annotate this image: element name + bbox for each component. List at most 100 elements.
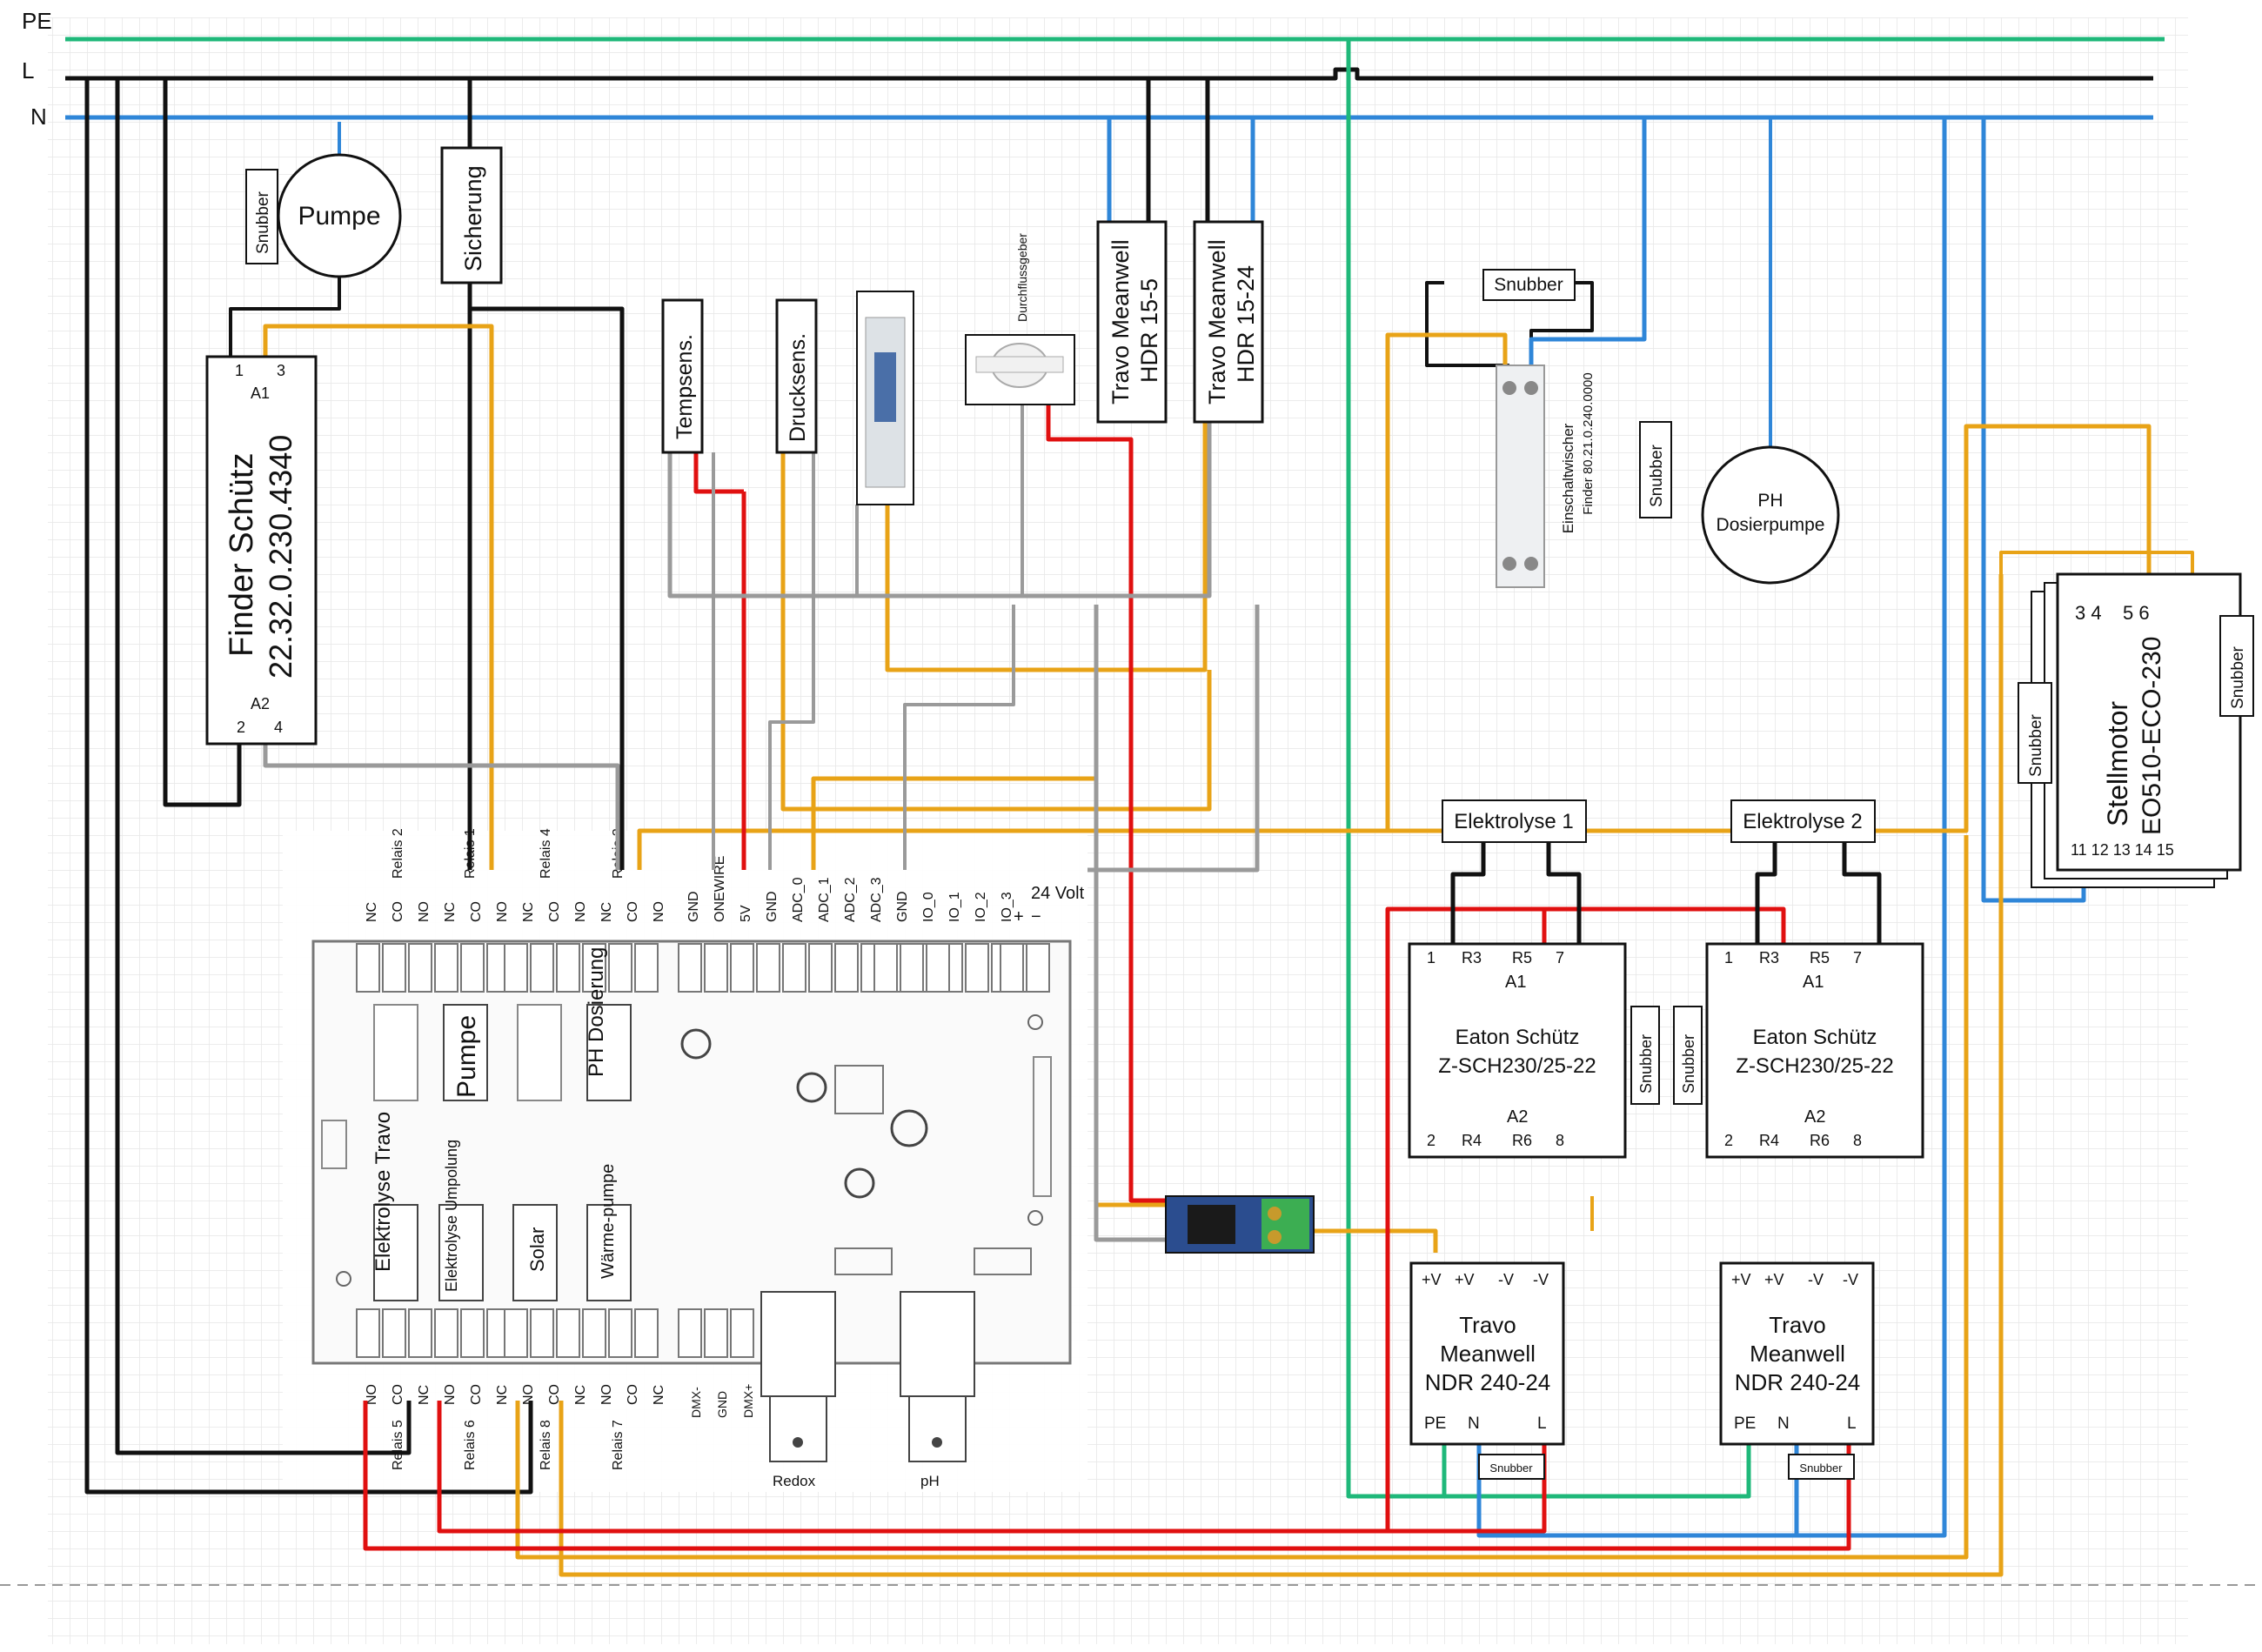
pin-label: NO: [365, 1384, 379, 1405]
pin-label: Snubber: [1799, 1461, 1843, 1475]
pin-label: +V: [1422, 1271, 1442, 1288]
wire: [263, 731, 620, 870]
pin-label: Z-SCH230/25-22: [1438, 1054, 1596, 1078]
electrolysis-2: Elektrolyse 2: [1730, 799, 1876, 843]
svg-text:pH: pH: [920, 1473, 940, 1489]
supply-label: 24 Volt: [1031, 884, 1085, 903]
pin-label: CO: [469, 901, 484, 922]
pin-label: NDR 240-24: [1425, 1369, 1551, 1395]
svg-text:Elektrolyse 2: Elektrolyse 2: [1743, 810, 1862, 833]
pin-label: IO_0: [921, 892, 936, 922]
pin-label: ADC_3: [869, 877, 884, 922]
terminal: [556, 943, 580, 993]
svg-text:Snubber: Snubber: [1494, 275, 1563, 295]
psu-hdr-15-5: Travo Meanwell HDR 15-5: [1096, 220, 1168, 424]
rail-label-n: N: [30, 104, 47, 130]
pin-label: R5: [1512, 949, 1532, 966]
relay-ph-dosierung: PH Dosierung: [585, 947, 632, 1101]
terminal: [356, 943, 380, 993]
wire: [693, 452, 744, 494]
finder-contactor: Finder Schütz 22.32.0.230.4340 1 3 A1 A2…: [205, 355, 318, 746]
terminal: [434, 1308, 458, 1358]
svg-text:1: 1: [235, 362, 244, 379]
svg-text:A2: A2: [251, 695, 270, 712]
svg-text:Stellmotor: Stellmotor: [2102, 701, 2133, 826]
svg-text:Einschaltwischer: Einschaltwischer: [1560, 423, 1576, 533]
pin-label: NO: [495, 901, 510, 922]
pin-label: 1: [1724, 949, 1733, 966]
pin-label: Eaton Schütz: [1753, 1026, 1877, 1049]
wire: [470, 306, 625, 870]
pin-label: A2: [1507, 1107, 1528, 1127]
pin-label: NO: [599, 1384, 614, 1405]
svg-text:PH: PH: [1757, 491, 1783, 511]
svg-text:Travo Meanwell: Travo Meanwell: [1108, 239, 1134, 405]
pin-label: CO: [626, 901, 640, 922]
din-meter-module: [856, 291, 914, 505]
wire: [1094, 605, 1166, 1242]
pin-label: Meanwell: [1440, 1341, 1536, 1367]
svg-text:HDR 15-24: HDR 15-24: [1233, 265, 1259, 383]
terminal: [900, 943, 924, 993]
wire: [1425, 281, 1509, 367]
wire: [1450, 842, 1486, 944]
pin-label: Meanwell: [1750, 1341, 1845, 1367]
terminal: [504, 943, 528, 993]
pin-label: R5: [1810, 949, 1830, 966]
pin-label: IO_1: [947, 892, 962, 922]
wire: [1046, 405, 1166, 1203]
pin-label: NC: [573, 1385, 588, 1405]
pin-label: Travo: [1459, 1312, 1516, 1338]
pin-label: PE: [1734, 1415, 1756, 1433]
relay-elektrolyse-travo: Elektrolyse Travo: [371, 1112, 418, 1301]
wire: [1546, 842, 1582, 944]
pin-label: Z-SCH230/25-22: [1736, 1054, 1893, 1078]
terminal: [730, 1308, 754, 1358]
terminal: [556, 1308, 580, 1358]
wire: [768, 452, 815, 870]
pin-label: NO: [521, 1384, 536, 1405]
wire: [1999, 551, 2194, 574]
wire: [559, 574, 2004, 1577]
terminal: [678, 1308, 702, 1358]
buzzer-icon: [680, 1028, 712, 1060]
svg-text:Durchflussgeber: Durchflussgeber: [1015, 233, 1029, 322]
pin-label: +V: [1731, 1271, 1751, 1288]
svg-text:Finder 80.21.0.240.0000: Finder 80.21.0.240.0000: [1581, 372, 1596, 514]
pin-label: NO: [652, 901, 666, 922]
pin-label: NC: [599, 902, 614, 922]
relay-solar: Solar: [512, 1204, 558, 1301]
pin-label: DMX-: [689, 1387, 703, 1418]
pin-label: Relais 4: [539, 828, 553, 879]
pin-label: GND: [686, 891, 701, 922]
chip-icon: [834, 1065, 884, 1114]
svg-text:2: 2: [237, 719, 245, 736]
pin-label: GND: [765, 891, 780, 922]
pin-label: NO: [573, 901, 588, 922]
svg-text:Snubber: Snubber: [2027, 713, 2045, 777]
pin-label: R4: [1759, 1132, 1779, 1149]
pin-label: CO: [469, 1384, 484, 1405]
pin-label: A1: [1803, 973, 1824, 992]
pin-label: CO: [547, 901, 562, 922]
pin-label: R3: [1462, 949, 1482, 966]
terminal: [504, 1308, 528, 1358]
pin-label: NC: [417, 1385, 432, 1405]
terminal: [873, 943, 898, 993]
svg-text:Snubber: Snubber: [254, 191, 272, 254]
svg-text:Drucksens.: Drucksens.: [786, 333, 810, 442]
pin-label: NC: [495, 1385, 510, 1405]
terminal: [408, 943, 432, 993]
pin-label: Relais 6: [463, 1420, 478, 1470]
wire: [885, 422, 1208, 672]
wire: [1088, 605, 1260, 873]
svg-text:3 4 5 6: 3 4 5 6: [2075, 602, 2150, 624]
pin-label: +V: [1455, 1271, 1475, 1288]
probe-redox: Redox: [760, 1291, 836, 1489]
